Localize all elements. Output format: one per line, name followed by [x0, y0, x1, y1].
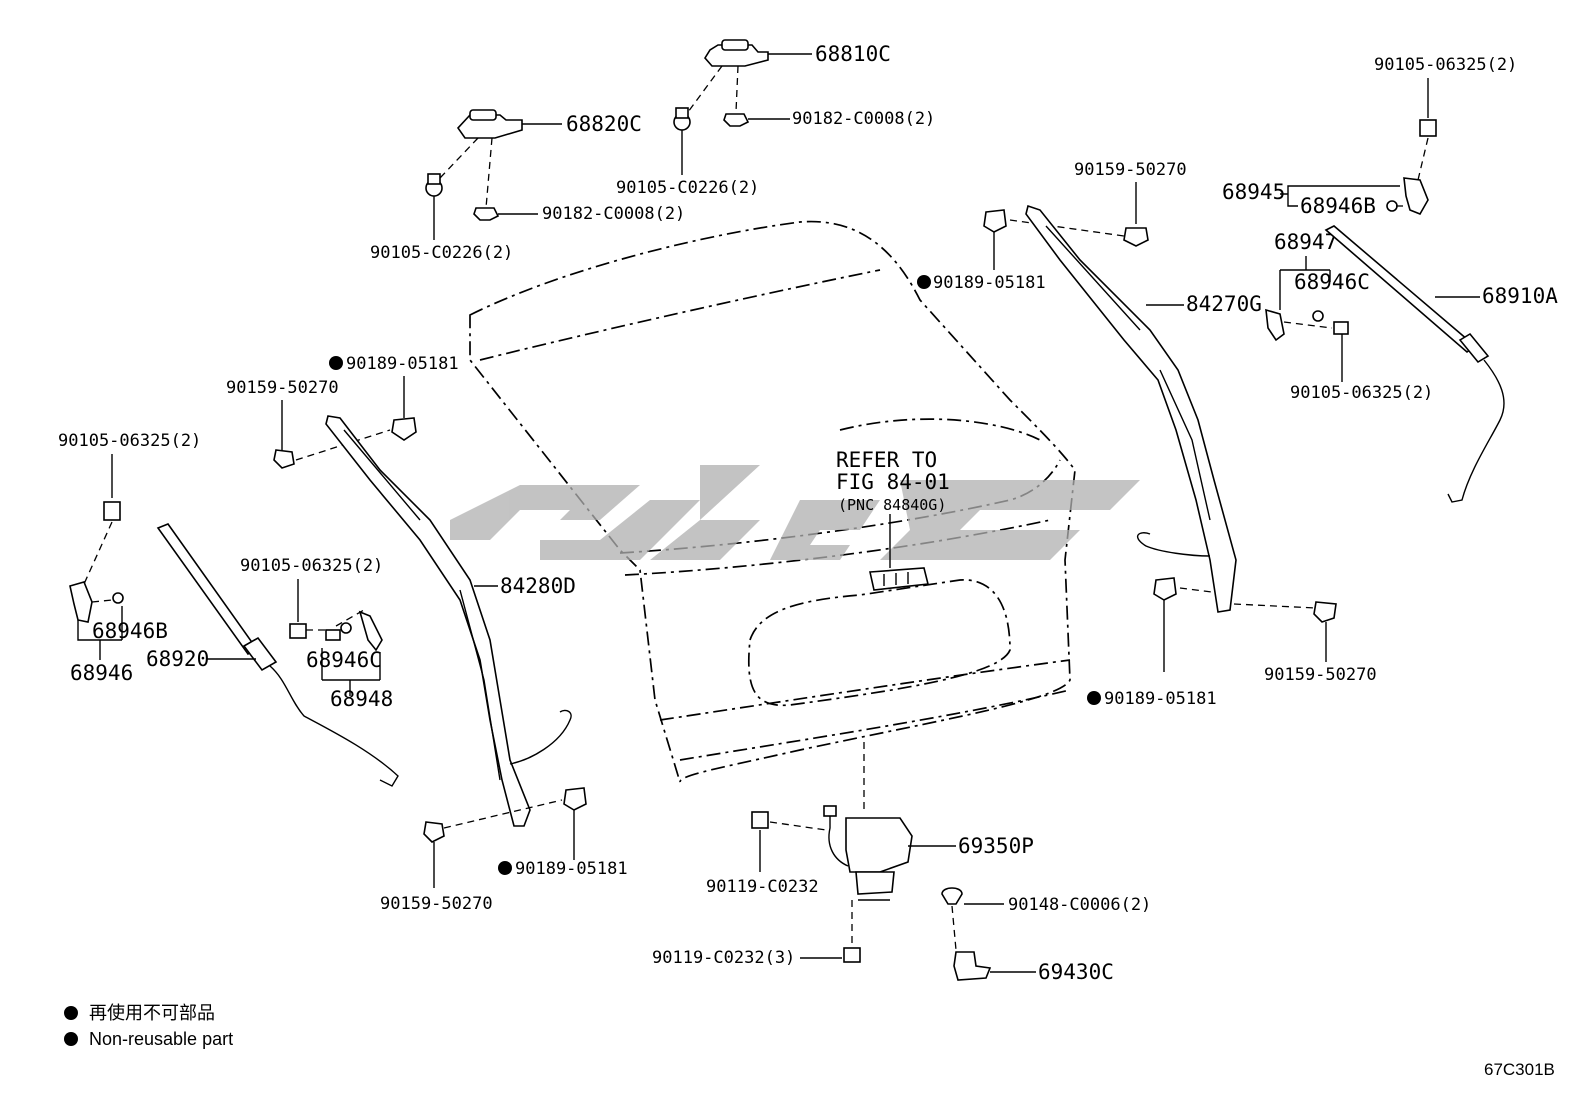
non-reusable-dot	[498, 861, 512, 875]
label-90189-05181-right-low: 90189-05181	[1104, 689, 1217, 709]
bolt-90105-06325-left-mid	[289, 579, 326, 639]
watermark-logo	[450, 465, 1140, 560]
label-90159-50270-left-bottom: 90159-50270	[380, 894, 493, 914]
bolt-90105-c0226-right	[673, 107, 691, 175]
clip-90189-05181-left-top	[391, 376, 417, 441]
legend-en: Non-reusable part	[89, 1029, 233, 1049]
label-68910a: 68910A	[1482, 284, 1558, 308]
weatherstrip-84270g	[1025, 204, 1237, 613]
clip-90159-50270-left-bottom	[423, 821, 445, 888]
bracket-68946c-right	[1265, 308, 1349, 382]
label-90182-c0008-right: 90182-C0008(2)	[792, 109, 935, 129]
non-reusable-dot	[917, 275, 931, 289]
label-90105-c0226-right: 90105-C0226(2)	[616, 178, 759, 198]
label-68820c: 68820C	[566, 112, 642, 136]
label-90189-05181-left-bottom: 90189-05181	[515, 859, 628, 879]
clip-90159-50270-top	[1123, 182, 1149, 247]
bolt-90105-06325-top-right	[1417, 78, 1437, 181]
label-69430c: 69430C	[1038, 960, 1114, 984]
label-90105-c0226-left: 90105-C0226(2)	[370, 243, 513, 263]
label-90189-05181-top-right: 90189-05181	[933, 273, 1046, 293]
label-90159-50270-top: 90159-50270	[1074, 160, 1187, 180]
refer-line-1: REFER TO	[836, 448, 937, 472]
clip-90159-50270-left-top	[273, 400, 391, 469]
label-84270g: 84270G	[1186, 292, 1262, 316]
label-90105-06325-left-top: 90105-06325(2)	[58, 431, 201, 451]
label-68946b-left: 68946B	[92, 619, 168, 643]
label-90159-50270-left-top: 90159-50270	[226, 378, 339, 398]
label-68946: 68946	[70, 661, 133, 685]
refer-line-2: FIG 84-01	[836, 470, 950, 494]
nut-90182-left	[473, 207, 538, 221]
clip-90189-05181-right-low	[1153, 577, 1213, 672]
label-90105-06325-left-mid: 90105-06325(2)	[240, 556, 383, 576]
legend-dot-jp	[64, 1006, 78, 1020]
stay-68910a	[1324, 225, 1505, 503]
bracket-leader-68947	[1279, 256, 1331, 310]
bolt-90119-c0232-3	[800, 900, 861, 963]
figure-code: 67C301B	[1484, 1060, 1555, 1079]
legend-dot-en	[64, 1032, 78, 1046]
legend: 再使用不可部品 Non-reusable part	[64, 1003, 233, 1049]
label-68946b-right: 68946B	[1300, 194, 1376, 218]
bracket-68946b-right	[1386, 177, 1429, 216]
label-68945: 68945	[1222, 180, 1285, 204]
striker-69430c	[953, 951, 1036, 981]
weatherstrip-84280d	[325, 415, 572, 827]
hinge-68810c	[687, 39, 812, 113]
label-90182-c0008-left: 90182-C0008(2)	[542, 204, 685, 224]
hinge-68820c	[439, 109, 562, 209]
non-reusable-dot	[1087, 691, 1101, 705]
clip-90189-05181-top-right	[983, 209, 1125, 270]
label-90105-06325-top-right: 90105-06325(2)	[1374, 55, 1517, 75]
label-90159-50270-right-low: 90159-50270	[1264, 665, 1377, 685]
label-68810c: 68810C	[815, 42, 891, 66]
non-reusable-dot	[329, 356, 343, 370]
label-90148-c0006: 90148-C0006(2)	[1008, 895, 1151, 915]
label-68946c-right: 68946C	[1294, 270, 1370, 294]
refer-note: REFER TO FIG 84-01 (PNC 84840G)	[836, 448, 950, 591]
label-68920: 68920	[146, 647, 209, 671]
clip-90159-50270-right-low	[1233, 601, 1337, 662]
label-90189-05181-left-top: 90189-05181	[346, 354, 459, 374]
label-68948: 68948	[330, 687, 393, 711]
bolt-90105-c0226-left	[425, 173, 443, 240]
label-90105-06325-right-mid: 90105-06325(2)	[1290, 383, 1433, 403]
label-68947: 68947	[1274, 230, 1337, 254]
bracket-68946b-left	[69, 581, 124, 660]
label-69350p: 69350P	[958, 834, 1034, 858]
bracket-leader-68945	[1280, 185, 1400, 207]
label-68946c-left: 68946C	[306, 648, 382, 672]
bolt-90105-06325-left-top	[83, 454, 121, 585]
refer-line-3: (PNC 84840G)	[838, 496, 946, 514]
nut-90182-right	[723, 113, 790, 127]
stay-68920	[156, 523, 399, 787]
label-90119-c0232-3: 90119-C0232(3)	[652, 948, 795, 968]
label-90119-c0232: 90119-C0232	[706, 877, 819, 897]
legend-jp: 再使用不可部品	[89, 1003, 215, 1023]
lock-69350p	[823, 805, 956, 901]
clip-90189-05181-left-bottom	[443, 787, 587, 860]
bracket-68946c-left	[321, 609, 383, 696]
screw-90148-c0006	[941, 887, 1004, 951]
bolt-90119-c0232	[751, 811, 827, 872]
label-84280d: 84280D	[500, 574, 576, 598]
